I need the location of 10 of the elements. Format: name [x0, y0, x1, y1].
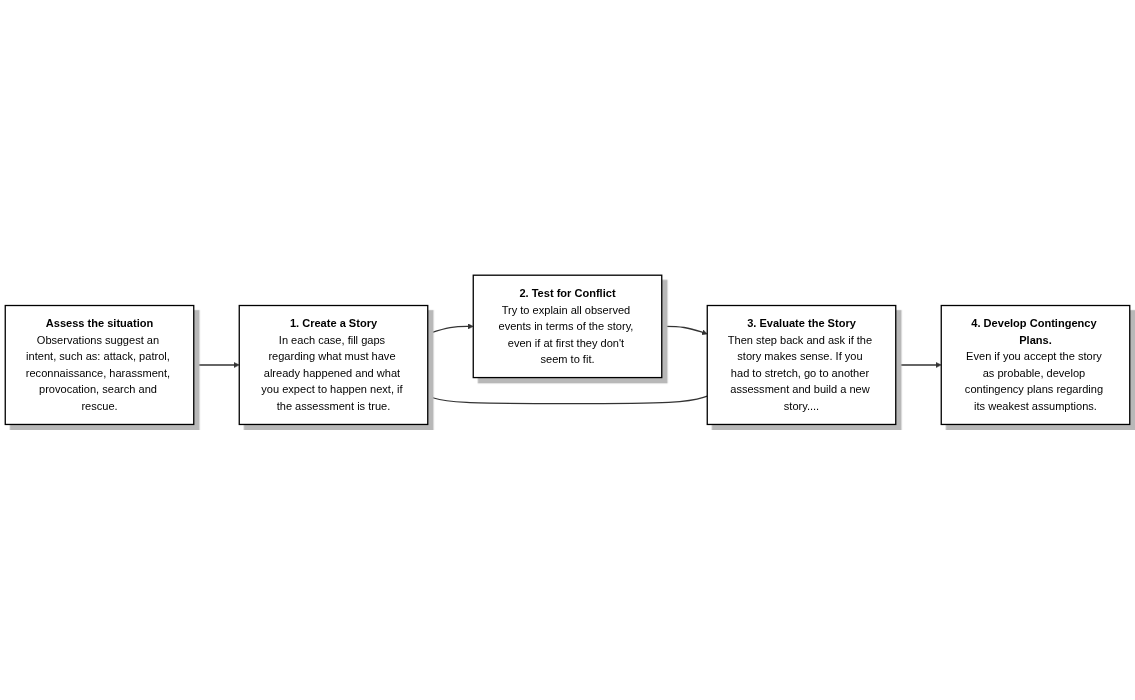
arrow	[895, 362, 942, 368]
node-box: 2. Test for Conflict Try to explain all observed events in terms of the story, even if at first they don't seem to fit.	[472, 274, 663, 379]
arrow	[427, 395, 708, 405]
node-box: Assess the situation Observations suggest an intent, such as: attack, patrol, reconnaissance, harassment, provocation, search and rescue.	[4, 305, 195, 426]
node-box: 1. Create a Story In each case, fill gaps regarding what must have already happened and what you expect to happen next, if the assessment is true.	[238, 305, 429, 426]
arrow	[427, 323, 474, 335]
arrow	[193, 362, 240, 368]
arrow	[661, 325, 708, 336]
node-box: 3. Evaluate the Story Then step back and ask if the story makes sense. If you had to stretch, go to another assessment and build a new story....	[706, 305, 897, 426]
node-box: 4. Develop Contingency Plans. Even if you accept the story as probable, develop contingency plans regarding its weakest assumptions.	[940, 305, 1131, 426]
